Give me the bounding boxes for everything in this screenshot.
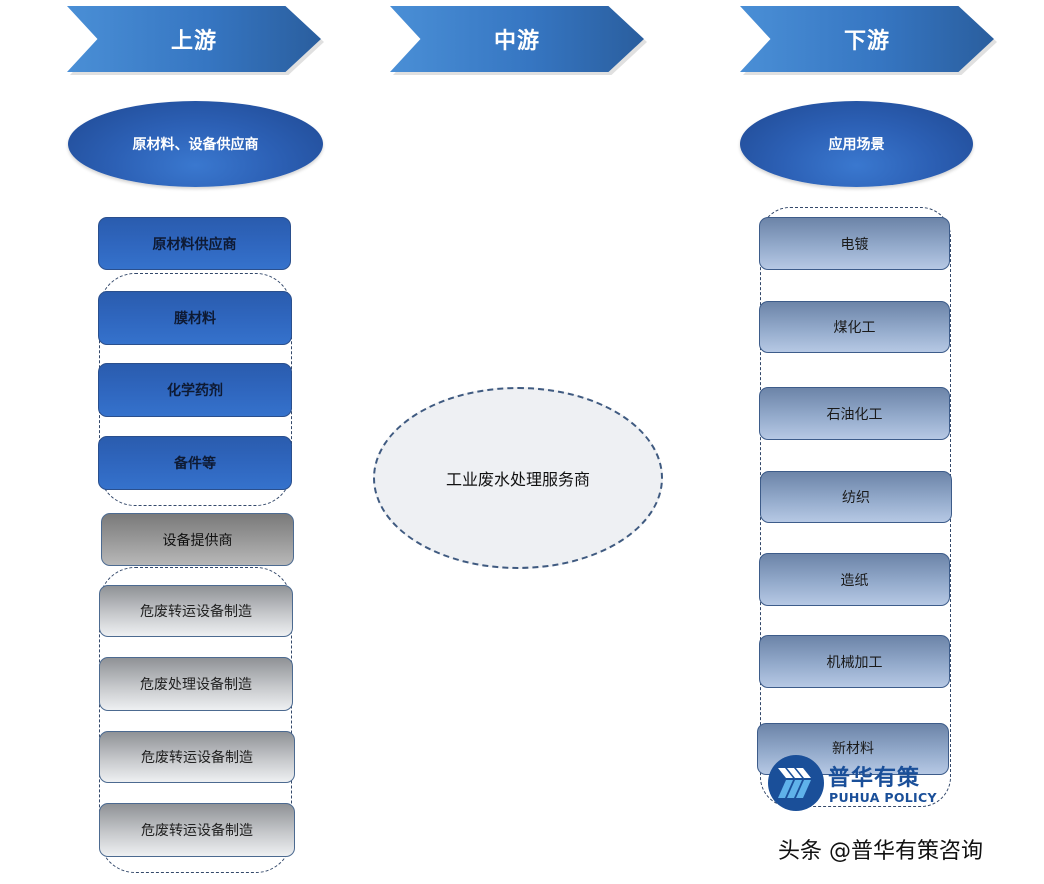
raw-item-label: 化学药剂 (167, 383, 223, 399)
raw-item-box: 化学药剂 (98, 363, 292, 417)
downstream-category-oval: 应用场景 (740, 101, 973, 187)
equipment-item-box: 危废转运设备制造 (99, 585, 293, 637)
raw-item-box: 备件等 (98, 436, 292, 490)
equipment-item-label: 危废转运设备制造 (141, 823, 253, 839)
upstream-category-label: 原材料、设备供应商 (132, 137, 259, 153)
application-item-box: 电镀 (759, 217, 950, 270)
equipment-supplier-label: 设备提供商 (162, 532, 233, 549)
header-downstream-label: 下游 (843, 29, 890, 54)
application-item-label: 电镀 (840, 236, 869, 253)
equipment-item-box: 危废转运设备制造 (99, 803, 295, 857)
application-item-label: 新材料 (832, 741, 874, 757)
midstream-service-oval: 工业废水处理服务商 (373, 387, 663, 569)
application-item-box: 造纸 (759, 553, 950, 606)
equipment-group (99, 567, 292, 873)
equipment-item-label: 危废转运设备制造 (140, 604, 252, 620)
application-item-box: 机械加工 (759, 635, 950, 688)
header-midstream-label: 中游 (493, 29, 540, 54)
application-item-label: 机械加工 (826, 654, 883, 671)
header-midstream: 中游 (390, 6, 644, 72)
raw-item-label: 膜材料 (174, 311, 216, 327)
equipment-item-label: 危废转运设备制造 (141, 750, 253, 766)
application-item-label: 煤化工 (833, 320, 876, 336)
upstream-category-oval: 原材料、设备供应商 (68, 101, 323, 187)
equipment-item-box: 危废转运设备制造 (99, 731, 295, 783)
midstream-service-label: 工业废水处理服务商 (445, 470, 590, 489)
application-item-label: 石油化工 (826, 406, 883, 423)
application-item-box: 石油化工 (759, 387, 950, 440)
equipment-item-box: 危废处理设备制造 (99, 657, 293, 711)
logo-english-name: PUHUA POLICY (829, 790, 937, 805)
watermark-text: 头条 @普华有策咨询 (778, 839, 983, 864)
logo-chinese-name: 普华有策 (828, 766, 921, 791)
raw-item-box: 膜材料 (98, 291, 292, 345)
application-item-box: 纺织 (760, 471, 952, 523)
equipment-item-label: 危废处理设备制造 (140, 677, 252, 693)
application-item-label: 纺织 (842, 490, 870, 506)
raw-material-supplier-box: 原材料供应商 (98, 217, 291, 270)
header-upstream-label: 上游 (170, 29, 217, 54)
raw-material-supplier-label: 原材料供应商 (152, 236, 237, 253)
equipment-supplier-box: 设备提供商 (101, 513, 294, 566)
header-downstream: 下游 (740, 6, 994, 72)
header-upstream: 上游 (67, 6, 321, 72)
logo-mark (768, 755, 824, 811)
triple-chevron-icon (778, 768, 811, 798)
raw-item-label: 备件等 (174, 456, 216, 472)
application-item-label: 造纸 (840, 572, 869, 589)
downstream-category-label: 应用场景 (828, 137, 885, 153)
application-item-box: 煤化工 (759, 301, 950, 353)
